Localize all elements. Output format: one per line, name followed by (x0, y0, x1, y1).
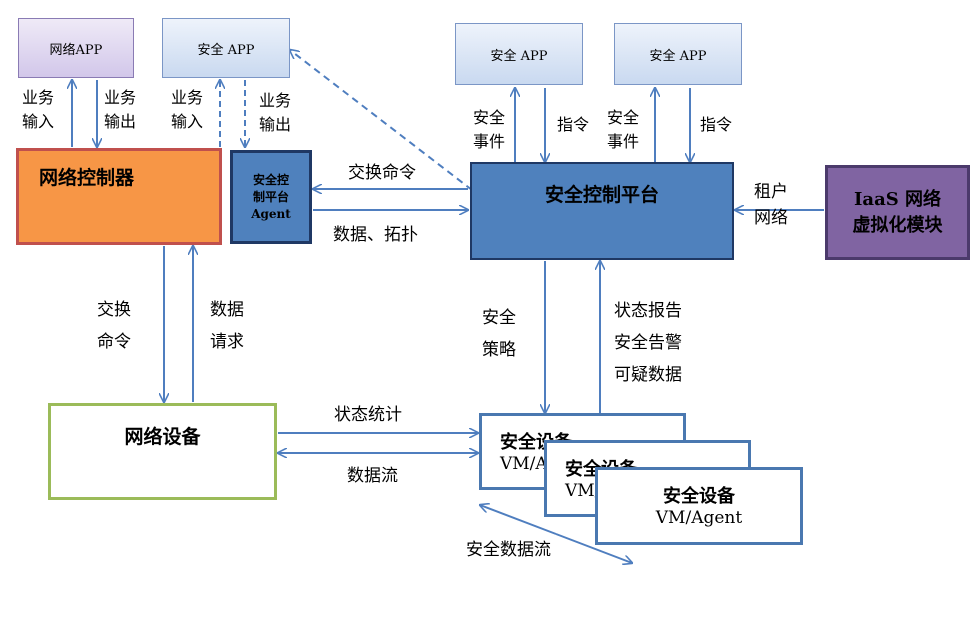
security-app-left-box: 安全 APP (162, 18, 290, 78)
network-device-box: 网络设备 (48, 403, 277, 500)
iaas-label-line1: IaaS 网络 (853, 188, 941, 210)
network-app-box: 网络APP (18, 18, 134, 78)
security-app-mid-label: 安全 APP (490, 48, 548, 64)
label-data-topology: 数据、拓扑 (333, 225, 418, 245)
network-controller-label: 网络控制器 (39, 167, 135, 189)
network-device-label: 网络设备 (124, 426, 201, 448)
label-sec-policy: 安全策略 (482, 308, 516, 360)
label-status-report-group: 状态报告 安全告警 可疑数据 (614, 295, 682, 391)
label-sec-alert: 安全告警 (614, 333, 682, 353)
label-biz-input-1: 业务输入 (22, 88, 55, 131)
network-app-label: 网络APP (49, 42, 103, 58)
label-suspicious-data: 可疑数据 (614, 365, 682, 385)
label-tenant-network: 租户网络 (754, 182, 788, 228)
label-exchange-cmd-vertical: 交换命令 (97, 300, 131, 352)
label-status-stats: 状态统计 (334, 405, 402, 425)
arrow-sec-data-flow-a (480, 505, 557, 535)
iaas-label-line2: 虚拟化模块 (852, 214, 943, 236)
agent-label-line3: Agent (251, 206, 291, 221)
label-exchange-cmd: 交换命令 (348, 163, 416, 183)
label-sec-event-1: 安全事件 (473, 108, 506, 151)
arrow-sec-data-flow-b (555, 533, 632, 563)
label-data-flow: 数据流 (347, 466, 398, 486)
arrow-app-platform-dashed (290, 50, 473, 191)
security-app-left-label: 安全 APP (197, 42, 255, 58)
agent-label-line1: 安全控 (252, 172, 289, 187)
security-platform-box: 安全控制平台 (470, 162, 734, 260)
security-app-right-label: 安全 APP (649, 48, 707, 64)
security-platform-label: 安全控制平台 (544, 184, 659, 206)
network-controller-box: 网络控制器 (16, 148, 222, 245)
security-device-front: 安全设备 VM/Agent (595, 467, 803, 545)
label-biz-output-2: 业务输出 (259, 91, 292, 134)
label-biz-input-2: 业务输入 (171, 88, 204, 131)
security-agent-box: 安全控 制平台 Agent (230, 150, 312, 244)
label-sec-data-flow: 安全数据流 (466, 540, 551, 560)
label-sec-event-2: 安全事件 (607, 108, 640, 151)
label-data-request: 数据请求 (210, 300, 244, 352)
label-cmd-1: 指令 (557, 115, 590, 134)
label-cmd-2: 指令 (700, 115, 733, 134)
label-biz-output-1: 业务输出 (104, 88, 137, 131)
agent-label-line2: 制平台 (252, 189, 289, 204)
iaas-module-box: IaaS 网络 虚拟化模块 (825, 165, 970, 260)
security-device-front-subtitle: VM/Agent (655, 508, 743, 528)
security-app-right-box: 安全 APP (614, 23, 742, 85)
label-status-report: 状态报告 (614, 301, 682, 321)
security-device-front-title: 安全设备 (663, 486, 735, 507)
security-app-mid-box: 安全 APP (455, 23, 583, 85)
